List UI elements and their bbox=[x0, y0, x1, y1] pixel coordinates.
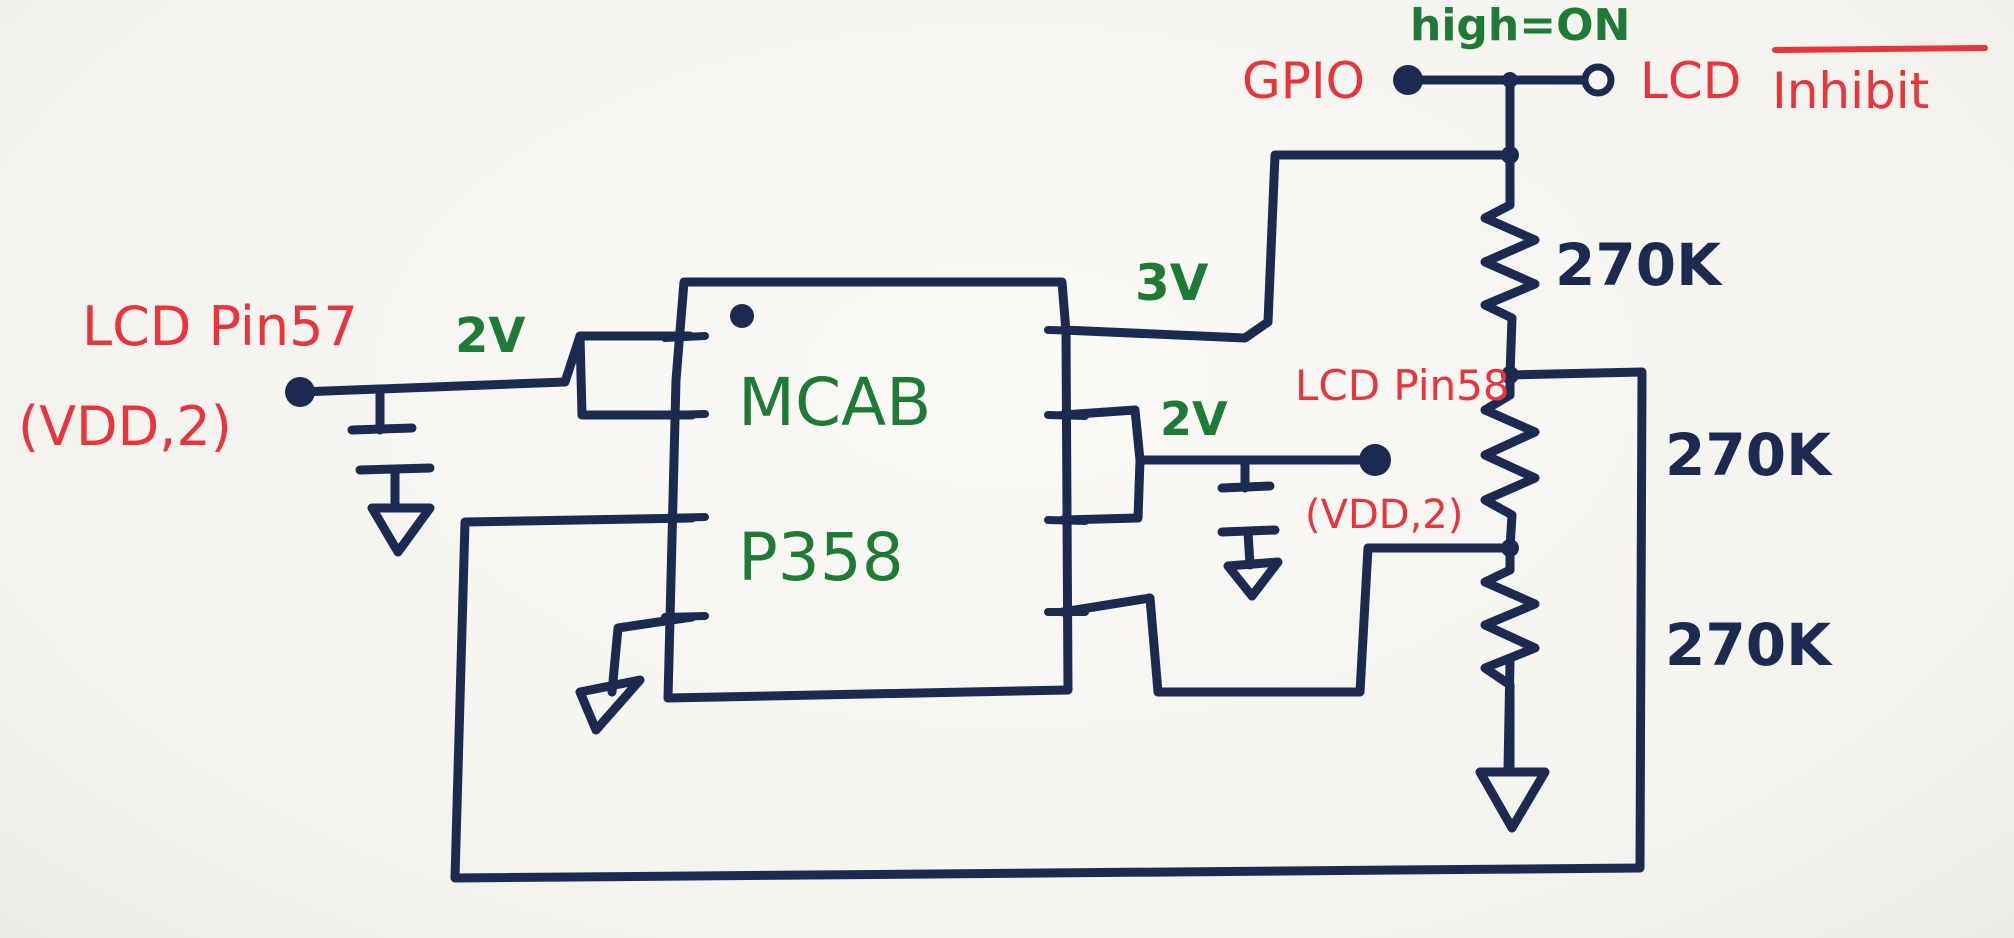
label-3v: 3V bbox=[1135, 254, 1209, 312]
inhibit-terminal bbox=[1581, 63, 1615, 97]
gpio-junction-dot bbox=[1502, 72, 1518, 88]
inhibit-overbar bbox=[1772, 45, 1988, 53]
label-lcd-inhibit-word: Inhibit bbox=[1772, 62, 1929, 120]
label-chip-line1: MCAB bbox=[738, 364, 931, 441]
label-r1: 270K bbox=[1555, 231, 1723, 299]
wire-3v-rail bbox=[1058, 150, 1515, 343]
resistor-r1 bbox=[1480, 150, 1540, 380]
wire-pin57-input bbox=[295, 331, 697, 420]
pin1-marker bbox=[730, 304, 754, 328]
chip-outline bbox=[663, 277, 1073, 703]
label-r2: 270K bbox=[1665, 421, 1833, 489]
capacitors bbox=[347, 423, 1280, 537]
capacitor-right bbox=[1217, 481, 1280, 537]
divider-low-dot bbox=[1501, 539, 1519, 557]
resistor-r2 bbox=[1480, 370, 1540, 553]
divider-top-dot bbox=[1501, 146, 1519, 164]
wire-outer-loop bbox=[450, 367, 1647, 883]
label-lcd-pin57: LCD Pin57 bbox=[82, 295, 358, 358]
labels: LCD Pin57 (VDD,2) 2V MCAB P358 3V 2V LCD… bbox=[18, 0, 1988, 679]
wire-left-cap-stem bbox=[375, 385, 400, 513]
wires bbox=[295, 75, 1647, 883]
divider-mid-dot bbox=[1501, 366, 1519, 384]
resistor-r3 bbox=[1480, 543, 1540, 775]
label-high-on: high=ON bbox=[1410, 0, 1630, 51]
pin58-2v-terminal bbox=[1359, 444, 1391, 476]
resistor-divider bbox=[1480, 150, 1540, 775]
label-2v-left: 2V bbox=[455, 308, 526, 364]
op-amp-chip bbox=[661, 277, 1089, 703]
ground-icon-left bbox=[367, 503, 435, 557]
terminals bbox=[285, 63, 1615, 557]
label-vdd2-right: (VDD,2) bbox=[1305, 492, 1463, 538]
grounds bbox=[367, 503, 1550, 833]
wire-pin5-feedback bbox=[1058, 543, 1515, 697]
chip-pin-stubs bbox=[661, 326, 1089, 621]
ground-icon-right-cap bbox=[1223, 557, 1283, 601]
label-gpio: GPIO bbox=[1242, 52, 1365, 110]
capacitor-left bbox=[347, 423, 435, 475]
label-vdd2-left: (VDD,2) bbox=[18, 395, 232, 458]
label-chip-line2: P358 bbox=[738, 519, 904, 596]
ground-icon-chip bbox=[575, 675, 645, 735]
label-lcd-inhibit-prefix: LCD bbox=[1640, 52, 1741, 110]
label-r3: 270K bbox=[1665, 611, 1833, 679]
wire-right-cap-stem bbox=[1240, 455, 1255, 570]
ground-icon-divider bbox=[1475, 767, 1550, 833]
label-2v-right: 2V bbox=[1160, 392, 1228, 446]
pin57-terminal bbox=[285, 377, 315, 407]
label-lcd-pin58: LCD Pin58 bbox=[1295, 361, 1510, 410]
gpio-terminal bbox=[1393, 65, 1423, 95]
